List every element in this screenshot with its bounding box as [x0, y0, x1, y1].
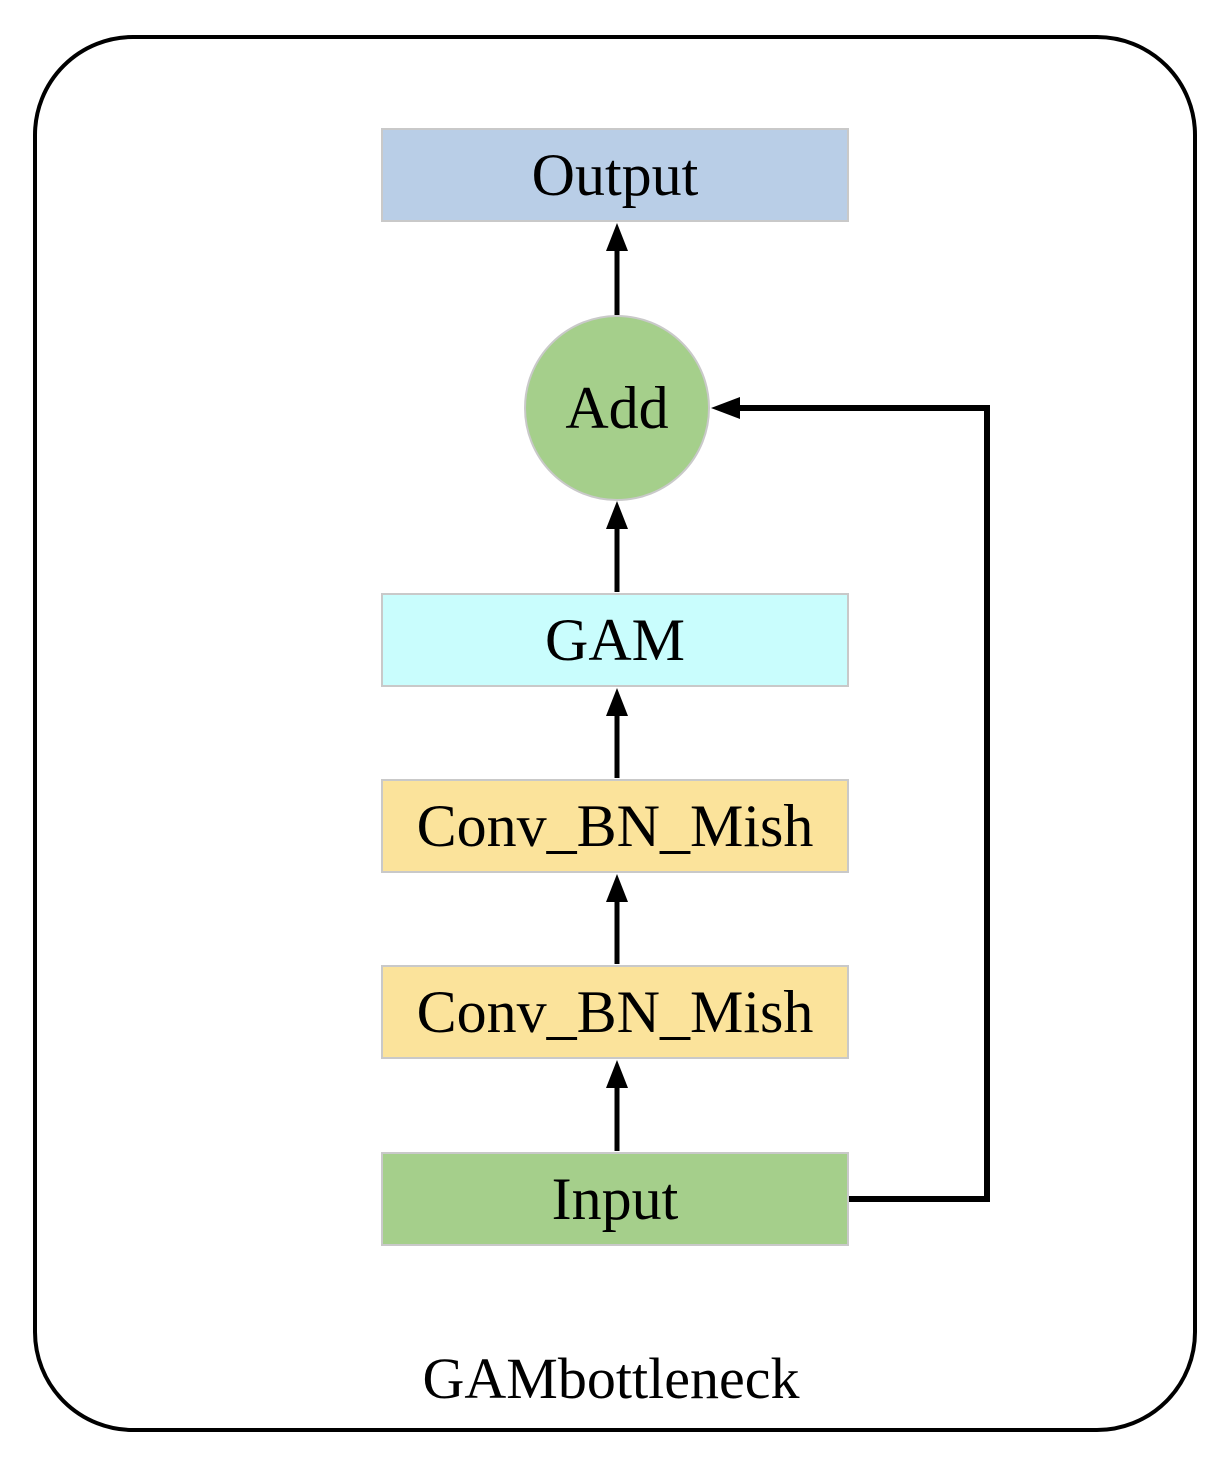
node-conv-bn-mish-bottom-label: Conv_BN_Mish [416, 978, 814, 1045]
arrow-conv-top-to-gam [606, 688, 628, 778]
node-gam-label: GAM [544, 606, 685, 673]
node-add-label: Add [565, 374, 669, 441]
node-conv-bn-mish-top: Conv_BN_Mish [381, 779, 849, 873]
skip-connection [711, 397, 990, 1202]
diagram-caption: GAMbottleneck [422, 1346, 800, 1411]
node-add: Add [524, 315, 710, 501]
arrow-input-to-conv-bottom [606, 1060, 628, 1151]
node-gam: GAM [381, 593, 849, 687]
arrow-conv-bottom-to-conv-top [606, 874, 628, 964]
node-conv-bn-mish-bottom: Conv_BN_Mish [381, 965, 849, 1059]
node-output-label: Output [531, 141, 699, 208]
arrow-gam-to-add [606, 501, 628, 592]
outer-border [33, 35, 1197, 1432]
node-output: Output [381, 128, 849, 222]
arrow-add-to-output [606, 223, 628, 315]
node-input-label: Input [551, 1165, 679, 1232]
node-input: Input [381, 1152, 849, 1246]
node-conv-bn-mish-top-label: Conv_BN_Mish [416, 792, 814, 859]
